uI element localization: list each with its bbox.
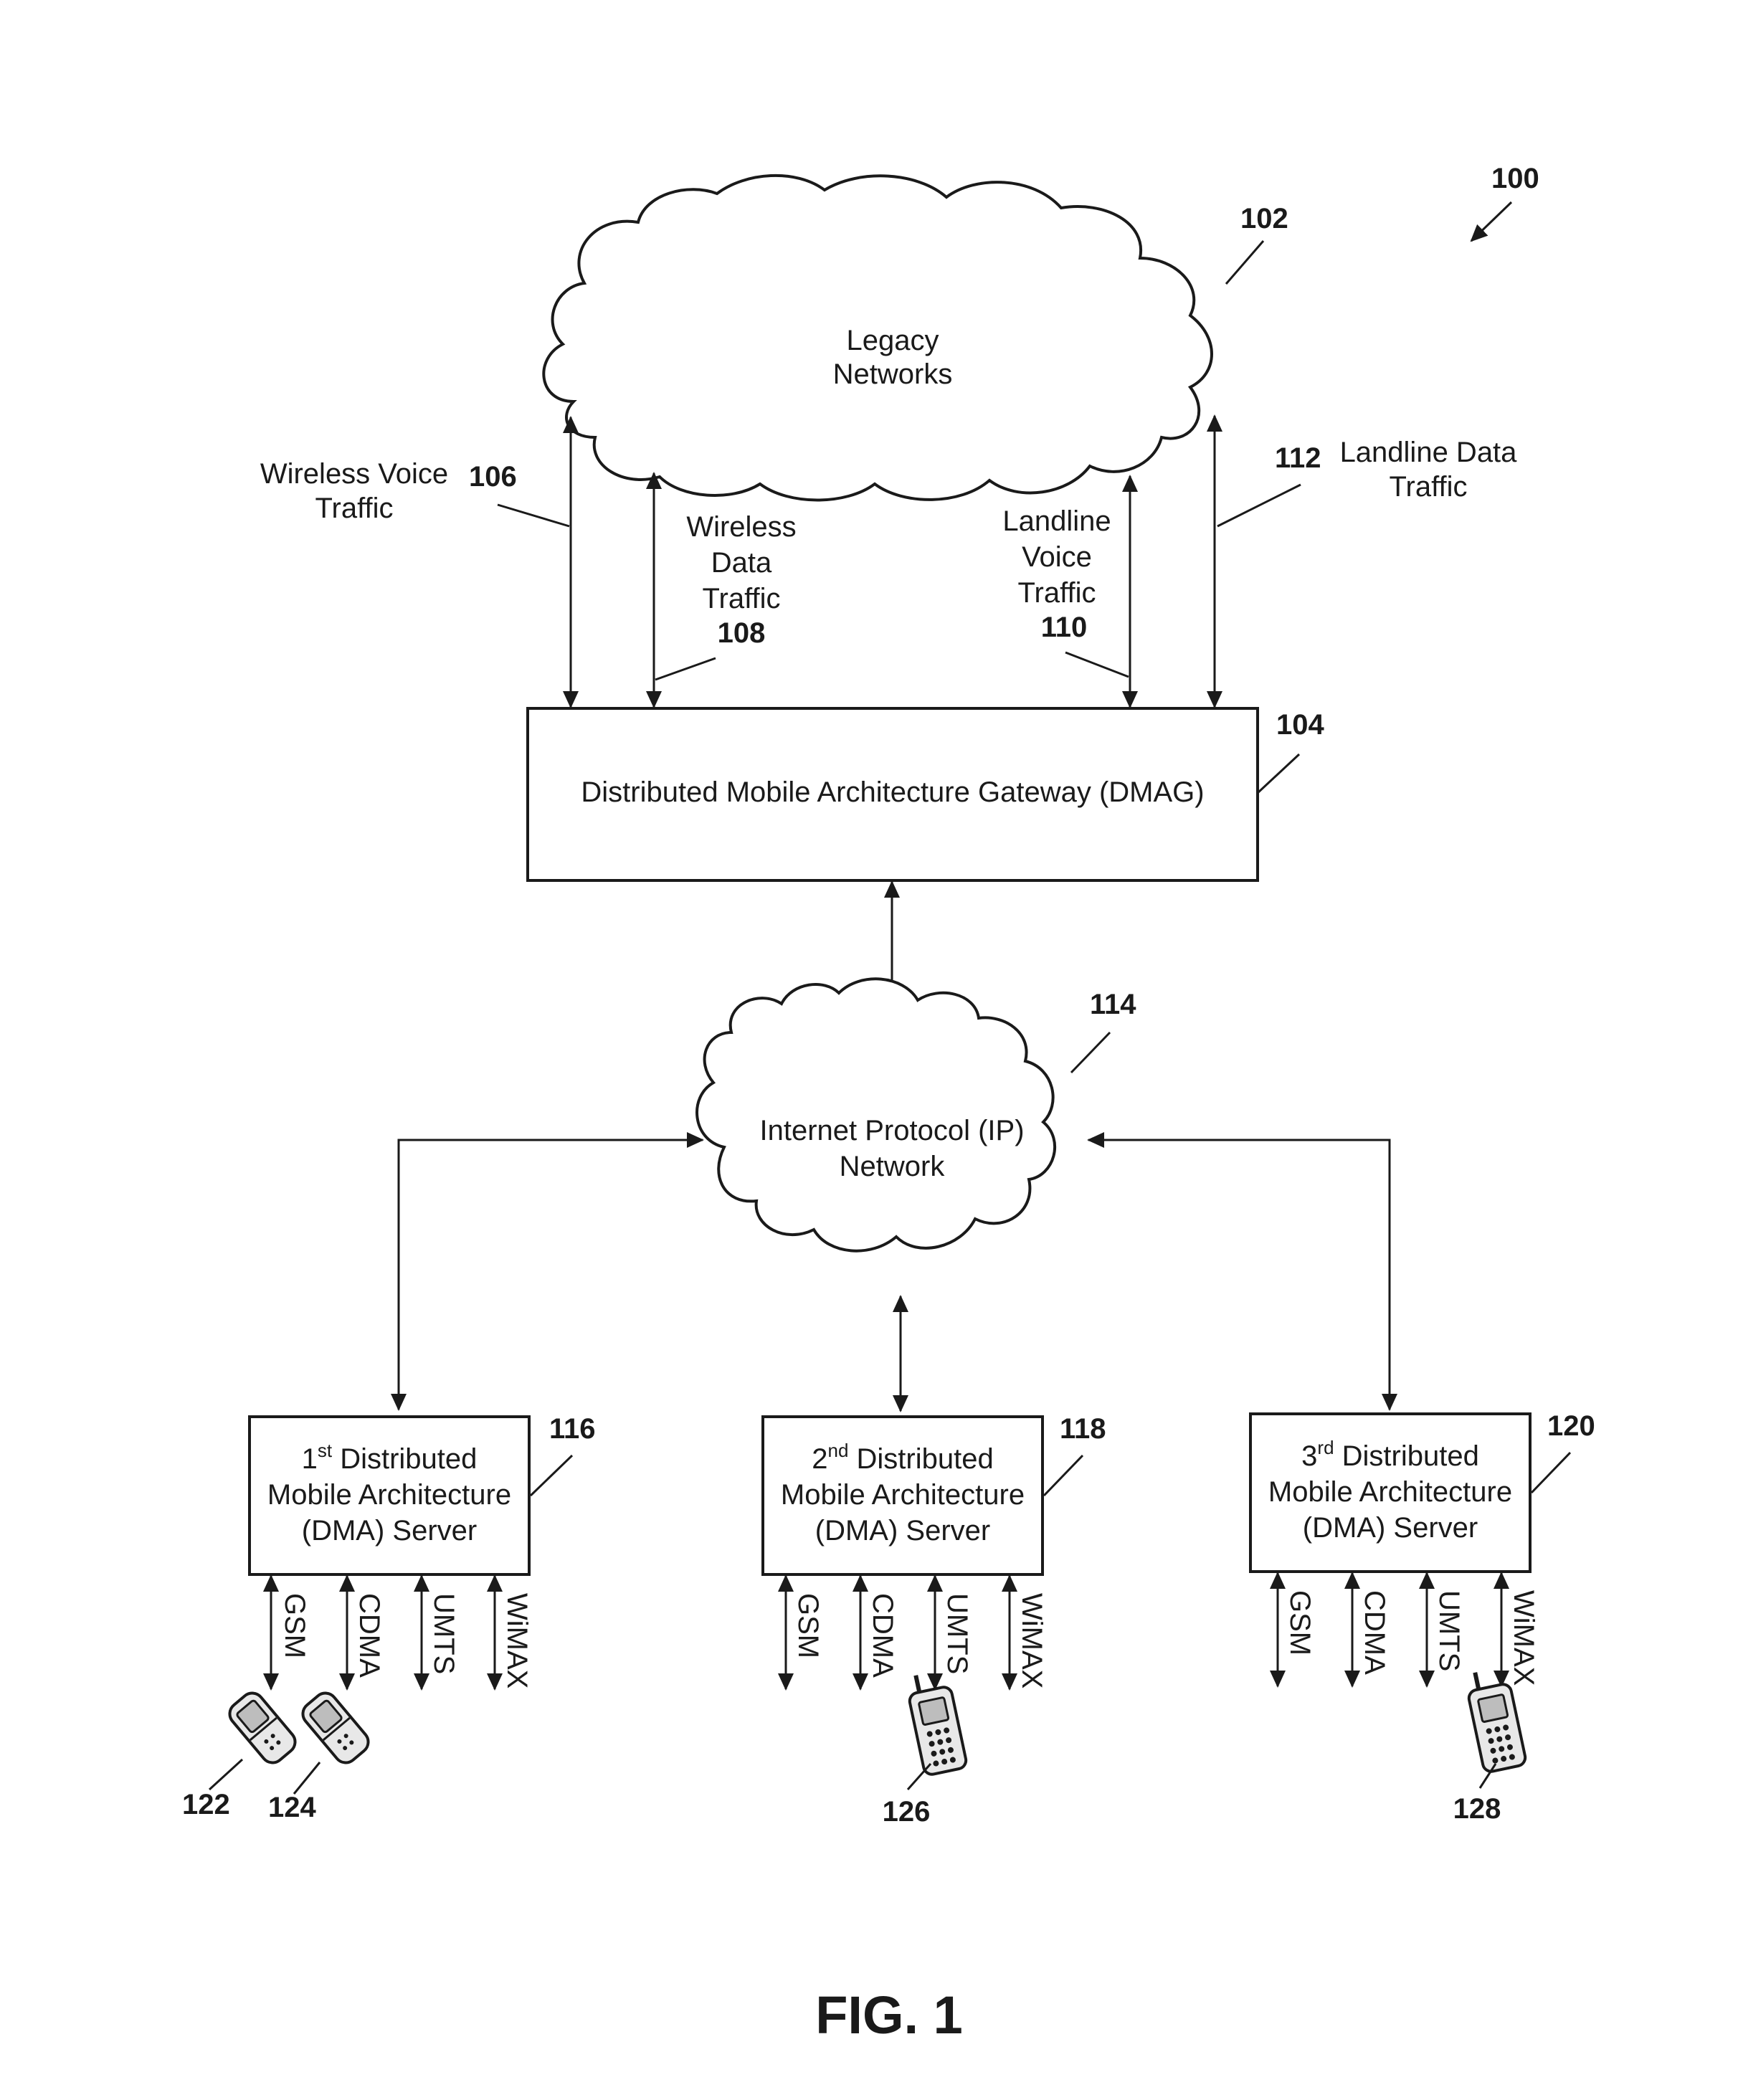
ip-network-label-2: Network [840,1151,946,1182]
wireless-voice-leader [498,505,569,526]
legacy-networks-label-2: Networks [833,358,953,390]
device-122-leader [209,1759,242,1790]
wireless-data-label-1: Wireless [686,511,796,543]
server-1-line1-rest: Distributed [332,1443,477,1475]
server-2-wimax-label: WiMAX [1016,1593,1048,1688]
server-3-ordinal: 3 [1301,1440,1317,1472]
landline-voice-label-3: Traffic [1018,577,1096,609]
server-3-gsm-label: GSM [1284,1590,1316,1655]
wireless-data-label-3: Traffic [703,583,781,614]
landline-data-leader [1217,485,1301,526]
server-1-label-2: Mobile Architecture [267,1479,511,1511]
server-1-cdma-label: CDMA [353,1593,385,1678]
wireless-data-ref: 108 [718,617,766,649]
server-3-wimax-label: WiMAX [1508,1590,1539,1686]
flip-phone-122-icon [225,1688,300,1767]
legacy-networks-label-1: Legacy [847,325,939,356]
server-3-protocols: GSM CDMA UMTS WiMAX [1278,1573,1539,1686]
ip-network-leader [1071,1032,1110,1073]
server-1-ordinal: 1 [302,1443,318,1475]
server-1-label-3: (DMA) Server [302,1515,477,1547]
landline-data-label-2: Traffic [1390,471,1468,503]
server-3-line1-rest: Distributed [1334,1440,1479,1472]
device-126-leader [908,1764,931,1790]
landline-data-label-1: Landline Data [1340,437,1518,468]
server-2-line1-rest: Distributed [848,1443,993,1475]
cell-phone-126-icon [905,1669,968,1776]
server-1-protocols: GSM CDMA UMTS WiMAX [271,1576,533,1689]
ip-server1-connector [399,1140,703,1410]
landline-data-ref: 112 [1275,442,1321,474]
server-2-label-2: Mobile Architecture [781,1479,1025,1511]
device-124-leader [294,1762,320,1794]
server-2-gsm-label: GSM [792,1593,824,1658]
server-3-cdma-label: CDMA [1359,1590,1390,1675]
dmag-label: Distributed Mobile Architecture Gateway … [581,776,1204,808]
ip-network-ref: 114 [1090,989,1136,1020]
figure-caption: FIG. 1 [815,1985,963,2045]
server-2-cdma-label: CDMA [867,1593,898,1678]
landline-voice-ref: 110 [1041,612,1088,643]
landline-voice-label-2: Voice [1022,541,1092,573]
wireless-voice-label-2: Traffic [315,493,394,524]
server-3-ordinal-sup: rd [1317,1437,1334,1458]
legacy-networks-leader [1226,241,1263,284]
device-126-ref: 126 [883,1796,931,1828]
server-1-leader [531,1455,572,1496]
dmag-leader [1258,754,1299,793]
server-2-umts-label: UMTS [941,1593,973,1674]
server-2-protocols: GSM CDMA UMTS WiMAX [786,1576,1048,1689]
server-2-leader [1044,1455,1083,1496]
wireless-voice-ref: 106 [469,461,517,493]
server-3-label-2: Mobile Architecture [1268,1476,1512,1508]
figure-ref: 100 [1491,163,1539,194]
device-124-ref: 124 [268,1792,316,1823]
server-2-ref: 118 [1060,1413,1106,1445]
wireless-data-label-2: Data [711,547,772,579]
ip-server3-connector [1088,1140,1390,1410]
server-2-ordinal-sup: nd [828,1440,849,1461]
server-1-umts-label: UMTS [428,1593,460,1674]
figure-ref-arrow [1471,202,1511,241]
server-3-label-3: (DMA) Server [1303,1512,1478,1544]
device-128-ref: 128 [1453,1793,1501,1825]
server-3-umts-label: UMTS [1433,1590,1465,1671]
landline-voice-label-1: Landline [1002,505,1111,537]
server-1-ordinal-sup: st [318,1440,333,1461]
legacy-networks-ref: 102 [1240,203,1288,234]
wireless-data-leader [655,658,716,680]
server-1-wimax-label: WiMAX [501,1593,533,1688]
landline-voice-leader [1065,652,1129,677]
ip-network-label-1: Internet Protocol (IP) [759,1115,1024,1146]
server-1-gsm-label: GSM [279,1593,310,1658]
server-2-label-3: (DMA) Server [815,1515,990,1547]
server-1-ref: 116 [549,1413,596,1445]
device-122-ref: 122 [182,1789,230,1820]
flip-phone-124-icon [298,1688,373,1767]
dmag-ref: 104 [1276,709,1324,741]
server-3-ref: 120 [1547,1410,1595,1442]
server-3-leader [1532,1453,1570,1493]
server-2-ordinal: 2 [812,1443,827,1475]
wireless-voice-label-1: Wireless Voice [260,458,448,490]
